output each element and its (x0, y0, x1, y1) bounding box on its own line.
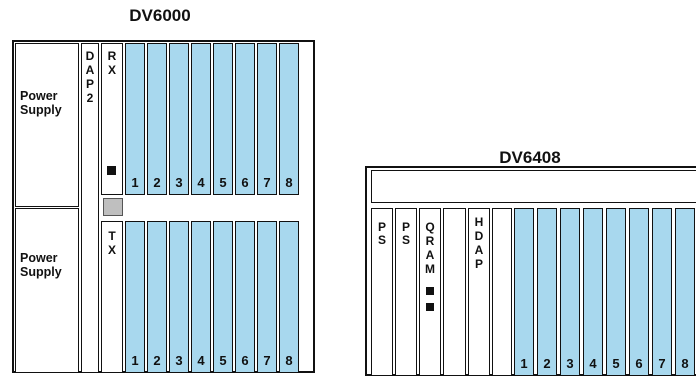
dv6000-lower-slot: 4 (191, 221, 211, 373)
ps1-letter: S (377, 233, 386, 247)
dv6000-upper-slot: 6 (235, 43, 255, 195)
slot-number: 3 (175, 353, 183, 368)
slot-number: 2 (153, 175, 161, 190)
qram-letter: R (425, 234, 435, 248)
slot-number: 8 (285, 353, 293, 368)
dv6408-slot: 3 (560, 208, 580, 376)
dv6408-blank-card (443, 208, 466, 376)
hdap-letter: A (474, 243, 484, 257)
slot-number: 8 (681, 356, 689, 371)
slot-number: 7 (263, 175, 271, 190)
dv6408-slot: 5 (606, 208, 626, 376)
dv6408-blank-card-2 (492, 208, 512, 376)
dv6000-lower-slot: 2 (147, 221, 167, 373)
dv6000-title: DV6000 (129, 6, 191, 25)
rx-letter: X (107, 63, 116, 77)
power-supply-label: Power Supply (20, 89, 62, 117)
slot-number: 6 (241, 353, 249, 368)
tx-letter: T (108, 229, 116, 243)
dv6000-upper-slot: 4 (191, 43, 211, 195)
dv6000-upper-slot: 1 (125, 43, 145, 195)
slot-number: 5 (219, 353, 227, 368)
slot-number: 7 (658, 356, 666, 371)
slot-number: 3 (566, 356, 574, 371)
status-indicator (103, 198, 123, 216)
slot-number: 8 (285, 175, 293, 190)
tx-letter: X (107, 243, 116, 257)
qram-indicator (426, 287, 434, 295)
slot-number: 3 (175, 175, 183, 190)
slot-number: 1 (131, 353, 139, 368)
slot-number: 2 (543, 356, 551, 371)
qram-indicator (426, 303, 434, 311)
slot-number: 4 (197, 175, 205, 190)
dv6408-slot: 7 (652, 208, 672, 376)
dv6000-upper-slot: 5 (213, 43, 233, 195)
ps2-letter: S (401, 233, 410, 247)
dv6000-upper-slot: 8 (279, 43, 299, 195)
slot-number: 6 (635, 356, 643, 371)
dv6000-rx-card (101, 43, 123, 195)
dap2-letter: 2 (86, 91, 94, 105)
dv6000-lower-slot: 3 (169, 221, 189, 373)
slot-number: 6 (241, 175, 249, 190)
qram-letter: A (425, 248, 435, 262)
slot-number: 1 (131, 175, 139, 190)
slot-number: 2 (153, 353, 161, 368)
qram-letter: M (425, 262, 435, 276)
dap2-letter: P (85, 77, 94, 91)
power-supply-label: Power Supply (20, 251, 62, 279)
qram-letter: Q (425, 220, 435, 234)
hdap-letter: P (474, 257, 483, 271)
dv6000-lower-slot: 7 (257, 221, 277, 373)
dv6408-slot: 4 (583, 208, 603, 376)
dv6000-lower-slot: 5 (213, 221, 233, 373)
dv6000-upper-slot: 2 (147, 43, 167, 195)
slot-number: 4 (589, 356, 597, 371)
rx-indicator (107, 166, 116, 175)
dv6408-title: DV6408 (499, 148, 561, 167)
dv6000-power-supply-lower: Power Supply (15, 208, 79, 373)
dv6408-top-panel (371, 170, 696, 203)
dv6000-lower-slot: 1 (125, 221, 145, 373)
ps1-letter: P (377, 220, 386, 234)
ps2-letter: P (401, 220, 410, 234)
slot-number: 5 (219, 175, 227, 190)
dap2-letter: D (85, 49, 95, 63)
slot-number: 5 (612, 356, 620, 371)
hdap-letter: H (474, 215, 484, 229)
slot-number: 7 (263, 353, 271, 368)
slot-number: 1 (520, 356, 528, 371)
slot-number: 4 (197, 353, 205, 368)
dv6000-power-supply-upper: Power Supply (15, 43, 79, 207)
dv6408-slot: 2 (537, 208, 557, 376)
hdap-letter: D (474, 229, 484, 243)
dv6408-slot: 8 (675, 208, 695, 376)
dv6000-lower-slot: 6 (235, 221, 255, 373)
dv6000-upper-slot: 3 (169, 43, 189, 195)
dv6000-lower-slot: 8 (279, 221, 299, 373)
dv6408-slot: 1 (514, 208, 534, 376)
rx-letter: R (107, 49, 117, 63)
dap2-letter: A (85, 63, 95, 77)
dv6000-upper-slot: 7 (257, 43, 277, 195)
dv6408-slot: 6 (629, 208, 649, 376)
